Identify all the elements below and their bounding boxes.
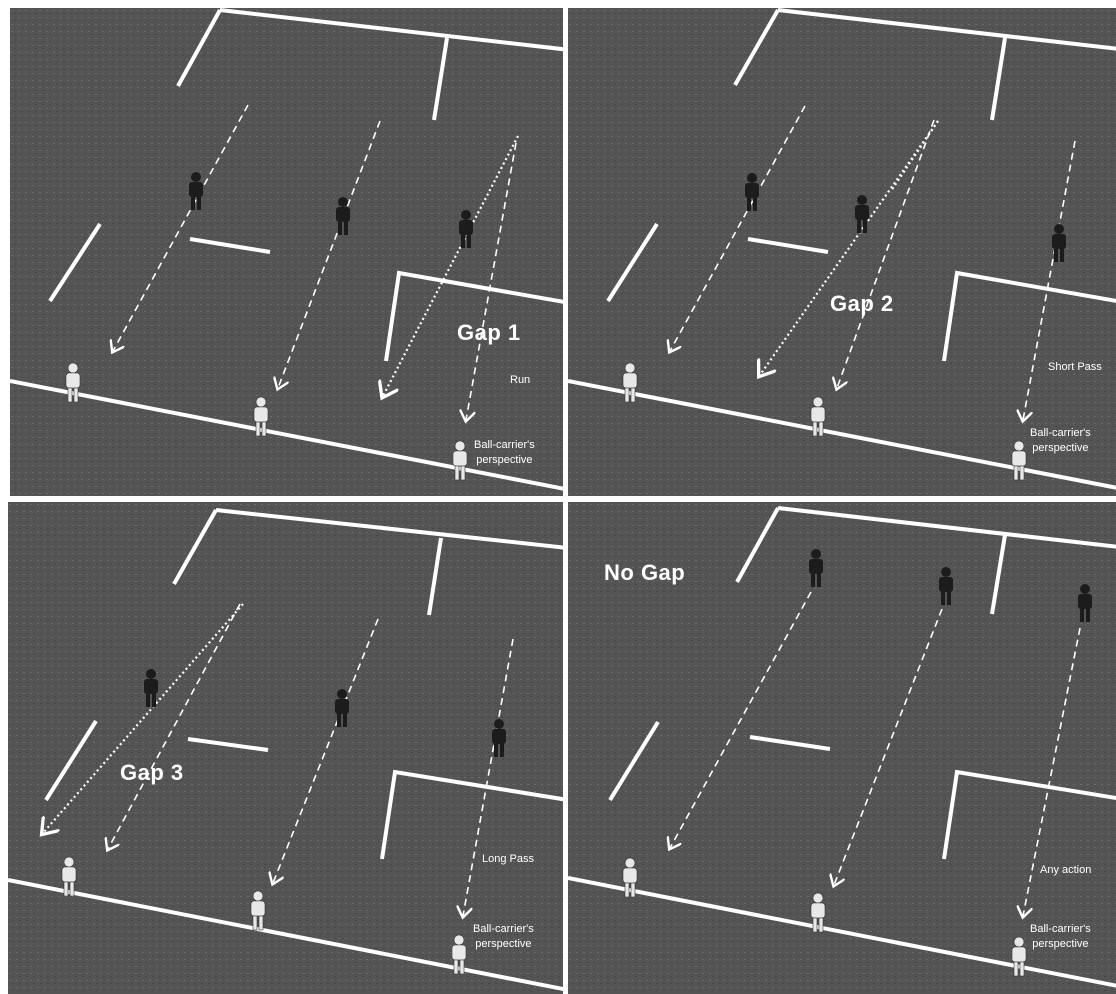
panel-gap-3: Gap 3 Long Pass Ball-carrier's perspecti… <box>8 502 563 994</box>
action-label: Long Pass <box>482 853 534 865</box>
gap-label: Gap 1 <box>457 320 521 346</box>
panel-gap-2: Gap 2 Short Pass Ball-carrier's perspect… <box>568 8 1116 496</box>
perspective-label: Ball-carrier's perspective <box>473 922 534 952</box>
panel-no-gap: No Gap Any action Ball-carrier's perspec… <box>568 502 1116 994</box>
perspective-label-line-1: Ball-carrier's <box>474 438 535 453</box>
action-label: Short Pass <box>1048 361 1102 373</box>
gap-label: Gap 2 <box>830 291 894 317</box>
perspective-label-line-2: perspective <box>474 453 535 468</box>
perspective-label-line-2: perspective <box>1030 441 1091 456</box>
action-label: Any action <box>1040 864 1091 876</box>
pitch-gap-1 <box>10 8 563 496</box>
pitch-gap-3 <box>8 502 563 994</box>
perspective-label-line-1: Ball-carrier's <box>1030 426 1091 441</box>
pitch-gap-2 <box>568 8 1116 496</box>
perspective-label-line-1: Ball-carrier's <box>1030 922 1091 937</box>
gap-label: No Gap <box>604 560 685 586</box>
perspective-label: Ball-carrier's perspective <box>474 438 535 468</box>
perspective-label: Ball-carrier's perspective <box>1030 426 1091 456</box>
gap-label: Gap 3 <box>120 760 184 786</box>
action-label: Run <box>510 374 530 386</box>
perspective-label: Ball-carrier's perspective <box>1030 922 1091 952</box>
perspective-label-line-1: Ball-carrier's <box>473 922 534 937</box>
perspective-label-line-2: perspective <box>1030 937 1091 952</box>
panel-gap-1: Gap 1 Run Ball-carrier's perspective <box>10 8 563 496</box>
perspective-label-line-2: perspective <box>473 937 534 952</box>
